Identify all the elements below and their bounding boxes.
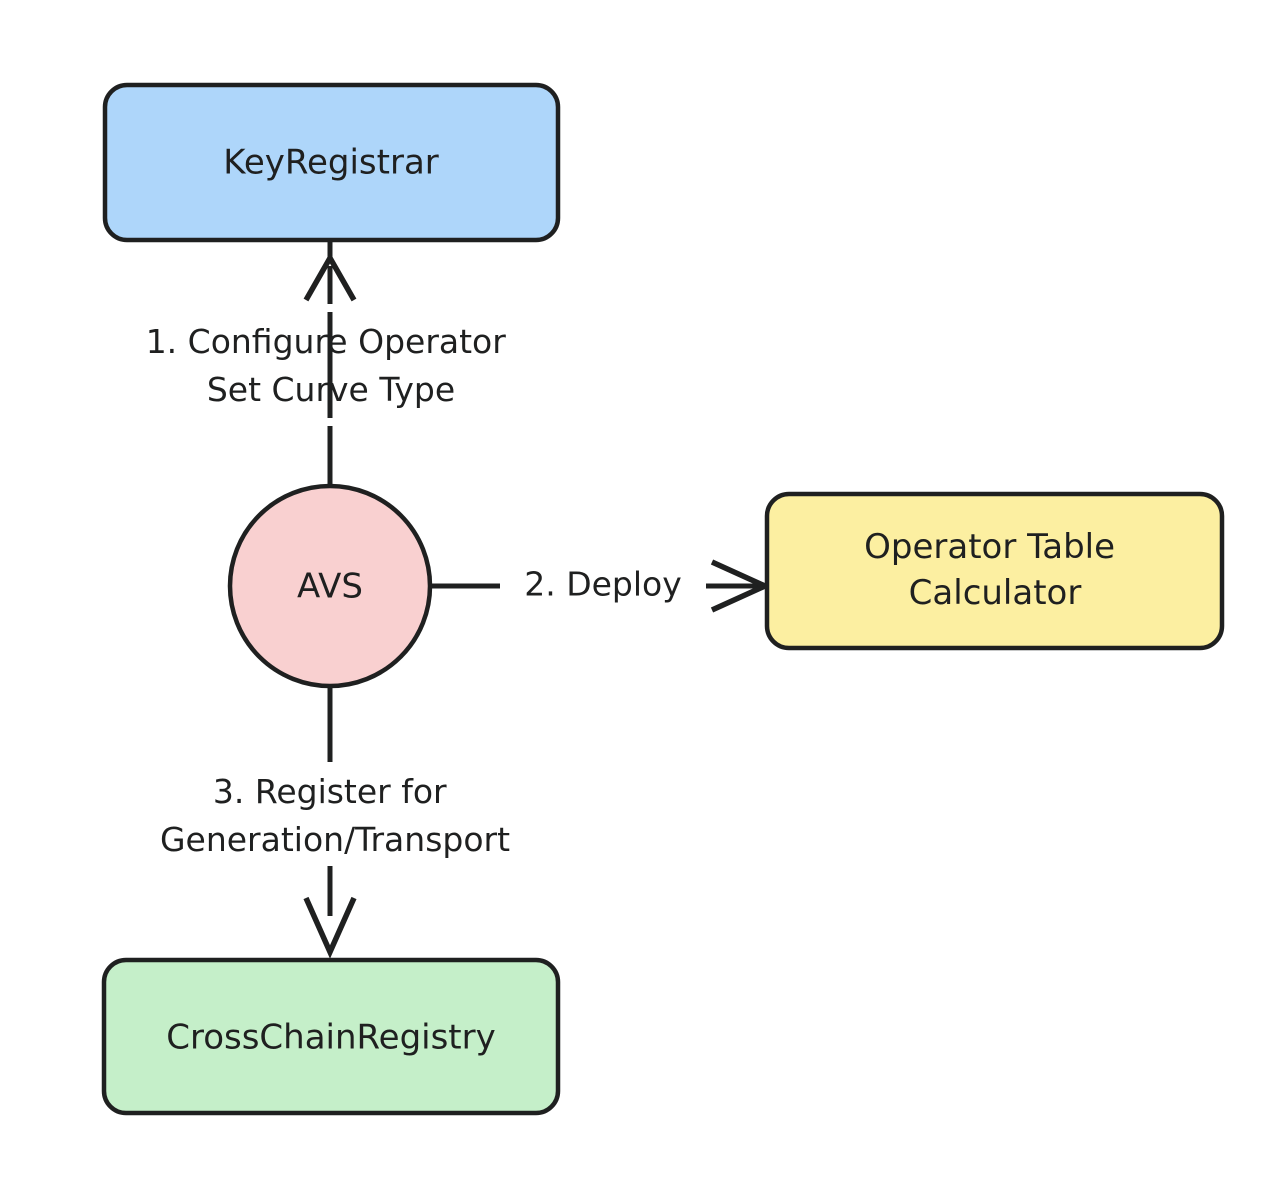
node-keyregistrar-label: KeyRegistrar bbox=[223, 143, 439, 183]
edge-1-label: 1. Configure Operator Set Curve Type bbox=[146, 322, 517, 409]
edge-1-label-line1: 1. Configure Operator bbox=[146, 322, 507, 361]
edge-1-label-group: 1. Configure Operator Set Curve Type bbox=[146, 322, 517, 409]
node-operator-table-calculator-shape[interactable] bbox=[764, 491, 1225, 651]
edge-1-label-line2: Set Curve Type bbox=[207, 370, 455, 409]
edge-2-label: 2. Deploy bbox=[524, 565, 682, 604]
node-avs-label: AVS bbox=[297, 567, 363, 607]
node-otc-label-line2: Calculator bbox=[909, 573, 1082, 613]
edge-avs-to-keyregistrar bbox=[303, 242, 357, 486]
edge-3-label-line2: Generation/Transport bbox=[160, 820, 510, 859]
node-crosschainregistry-label: CrossChainRegistry bbox=[166, 1018, 496, 1058]
node-crosschainregistry[interactable]: CrossChainRegistry bbox=[101, 957, 561, 1116]
edge-avs-to-crosschainregistry bbox=[303, 686, 357, 959]
edge-3-arrowhead-down bbox=[303, 896, 357, 959]
edge-3-label-line1: 3. Register for bbox=[213, 772, 447, 811]
node-avs-shape[interactable] bbox=[227, 483, 433, 689]
node-keyregistrar[interactable]: KeyRegistrar bbox=[102, 82, 561, 243]
node-operator-table-calculator[interactable]: Operator Table Calculator bbox=[764, 491, 1225, 651]
edge-3-label-group: 3. Register for Generation/Transport bbox=[160, 772, 510, 859]
edge-2-label-group: 2. Deploy bbox=[524, 565, 682, 604]
node-otc-label-line1: Operator Table bbox=[864, 527, 1115, 567]
node-avs[interactable]: AVS bbox=[227, 483, 433, 689]
node-operator-table-calculator-label: Operator Table Calculator bbox=[864, 527, 1126, 613]
node-keyregistrar-shape[interactable] bbox=[102, 82, 561, 243]
edge-3-label: 3. Register for Generation/Transport bbox=[160, 772, 510, 859]
node-crosschainregistry-shape[interactable] bbox=[101, 957, 561, 1116]
